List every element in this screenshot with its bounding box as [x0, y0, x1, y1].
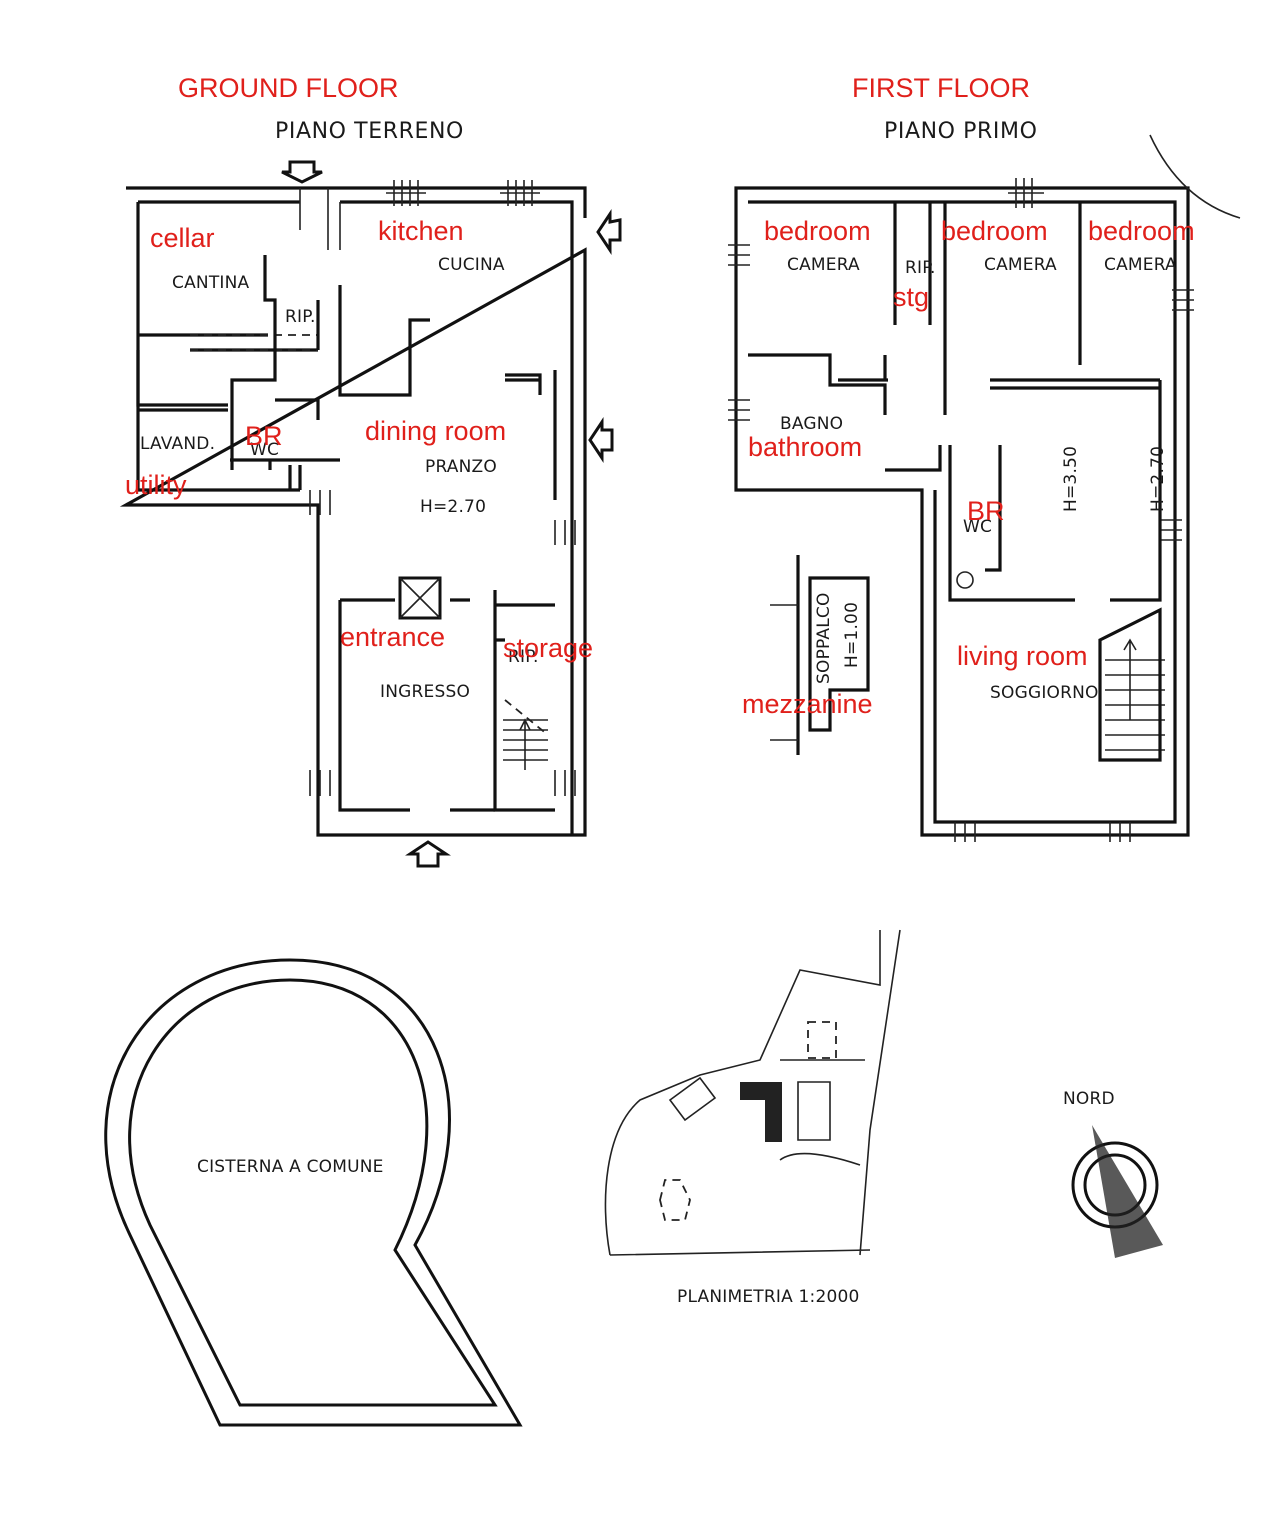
ground-floor-heading: GROUND FLOOR	[178, 73, 399, 103]
first-wc-label-en: BR	[967, 496, 1005, 526]
cellar-label-it: CANTINA	[172, 273, 250, 293]
north-arrow-icon	[1071, 1125, 1163, 1258]
first-floor-heading: FIRST FLOOR	[852, 73, 1030, 103]
kitchen-label-en: kitchen	[378, 216, 464, 246]
bathroom-label-it: BAGNO	[780, 414, 843, 434]
first-height-a: H=3.50	[1061, 446, 1081, 512]
bedroom3-label-en: bedroom	[1088, 216, 1195, 246]
first-height-b: H=2.70	[1148, 446, 1168, 512]
ground-rip-label: RIP.	[285, 307, 316, 327]
site-plan	[604, 929, 901, 1256]
laundry-label-en: utility	[125, 470, 187, 500]
ground-wc-label-it: WC	[250, 440, 279, 460]
ground-floor-plan	[119, 160, 622, 868]
mezzanine-label-en: mezzanine	[742, 689, 873, 719]
storage-label-en: storage	[503, 633, 593, 663]
bedroom1-label-it: CAMERA	[787, 255, 860, 275]
mezzanine-label-it: SOPPALCO	[814, 592, 834, 684]
site-plan-label: PLANIMETRIA 1:2000	[677, 1287, 860, 1307]
ground-floor-subheading: PIANO TERRENO	[275, 119, 464, 144]
dining-label-it: PRANZO	[425, 457, 497, 477]
kitchen-label-it: CUCINA	[438, 255, 505, 275]
bedroom2-label-it: CAMERA	[984, 255, 1057, 275]
laundry-label-it: LAVAND.	[140, 434, 215, 454]
mezzanine-height: H=1.00	[842, 602, 862, 668]
first-floor-plan	[728, 134, 1241, 842]
first-wc-label-it: WC	[963, 517, 992, 537]
living-label-en: living room	[957, 641, 1088, 671]
north-label: NORD	[1063, 1089, 1115, 1109]
bedroom1-label-en: bedroom	[764, 216, 871, 246]
bedroom3-label-it: CAMERA	[1104, 255, 1177, 275]
entrance-label-it: INGRESSO	[380, 682, 470, 702]
first-rip-label-en: stg	[893, 282, 929, 312]
cistern-outline	[104, 958, 523, 1427]
dining-height: H=2.70	[420, 497, 486, 517]
storage-label-it: RIP.	[508, 647, 539, 667]
first-rip-label-it: RIP.	[905, 258, 936, 278]
bathroom-label-en: bathroom	[748, 432, 862, 462]
cellar-label-en: cellar	[150, 223, 215, 253]
living-label-it: SOGGIORNO	[990, 683, 1099, 703]
entrance-label-en: entrance	[340, 622, 445, 652]
cistern-label: CISTERNA A COMUNE	[197, 1157, 384, 1177]
dining-label-en: dining room	[365, 416, 506, 446]
bedroom2-label-en: bedroom	[941, 216, 1048, 246]
first-floor-subheading: PIANO PRIMO	[884, 119, 1038, 144]
ground-wc-label-en: BR	[245, 421, 283, 451]
